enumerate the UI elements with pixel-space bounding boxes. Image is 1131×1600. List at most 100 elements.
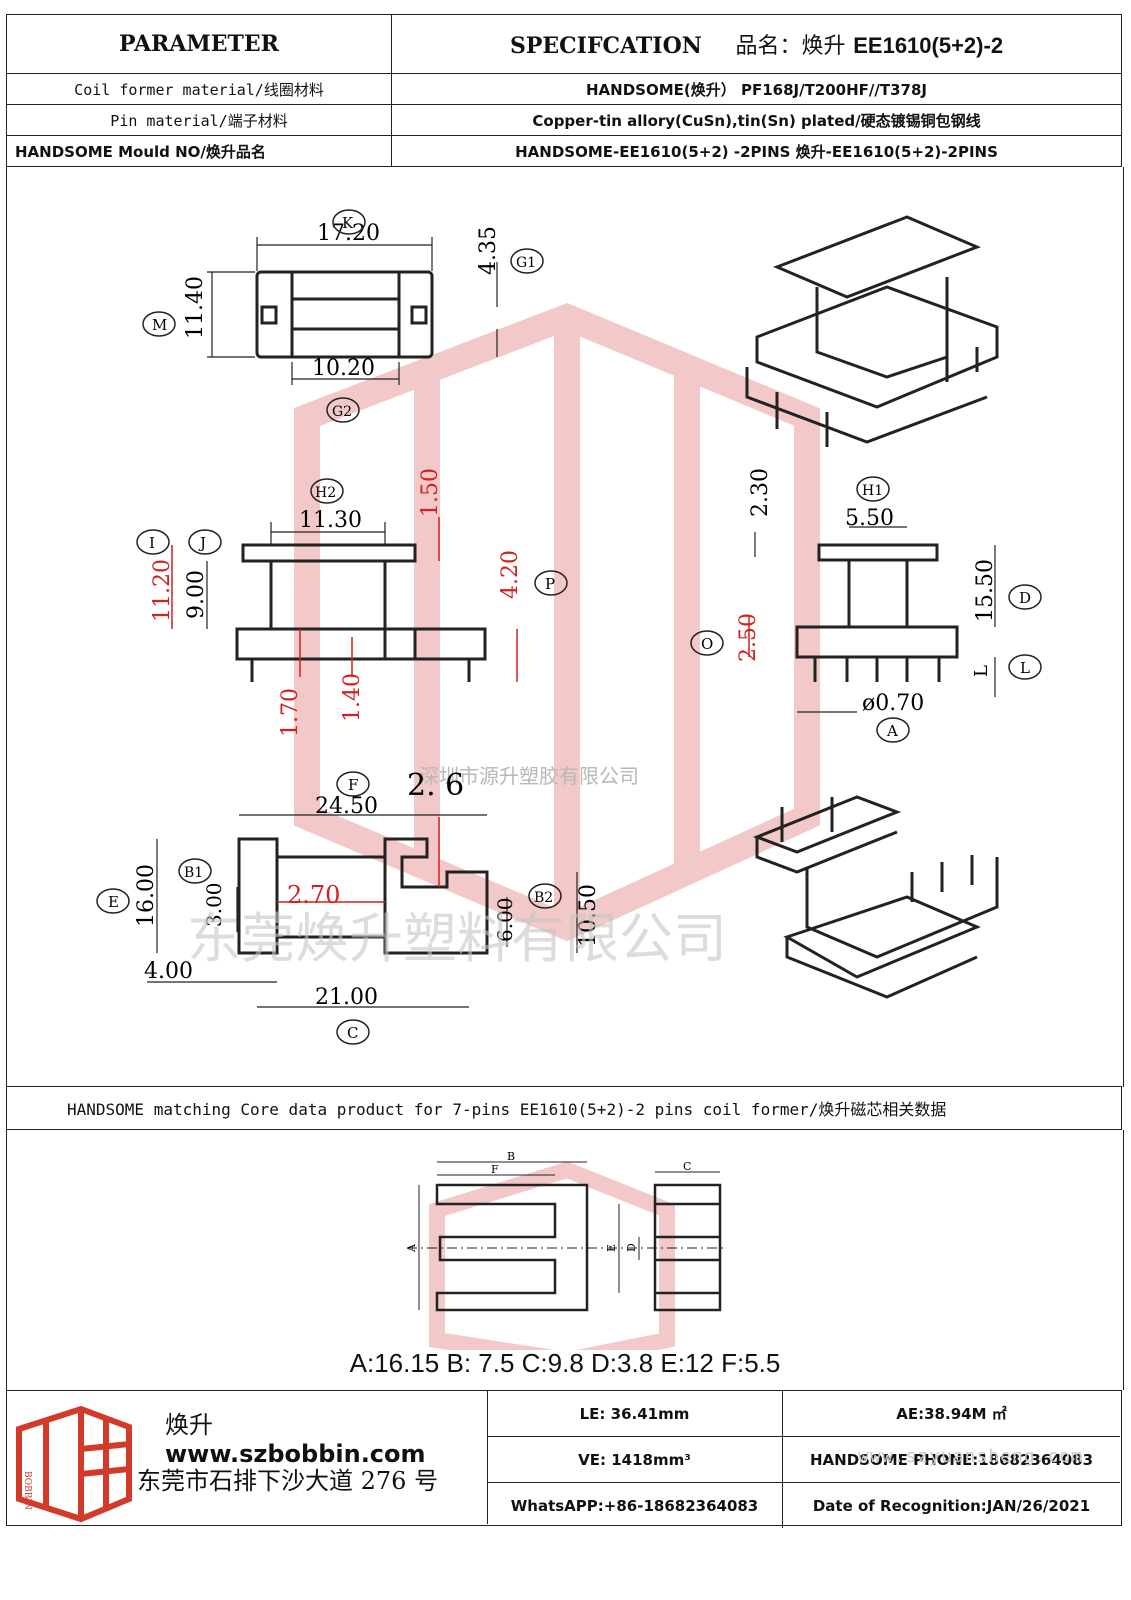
dim-4-00: 4.00: [144, 959, 193, 984]
core-label-f: F: [491, 1163, 499, 1176]
callout-k: K: [342, 214, 354, 232]
spec-sheet: PARAMETER SPECIFCATION 品名：焕升 EE1610(5+2)…: [6, 14, 1124, 1584]
le-value: LE: 36.41mm: [487, 1391, 783, 1437]
dim-h1: 5.50: [845, 506, 894, 531]
mould-no-value: HANDSOME-EE1610(5+2) -2PINS 焕升-EE1610(5+…: [391, 135, 1122, 167]
phone: HANDSOME PHONE:18682364083: [782, 1436, 1120, 1483]
dim-m: 11.40: [183, 276, 208, 339]
callout-c: C: [347, 1024, 358, 1042]
technical-drawing-area: 17.20 11.40 4.35 10.20 K M G1 G2: [6, 167, 1124, 1087]
watermark-company-small: 深圳市源升塑胶有限公司: [419, 764, 639, 788]
core-data-area: B F C A E D A:16.15 B: 7.5 C:9.8 D:3.8 E…: [6, 1130, 1124, 1390]
top-view-dims: [207, 237, 498, 385]
core-dims: [407, 1161, 727, 1310]
callout-h1: H1: [862, 483, 883, 499]
brand-cn: 焕升: [165, 1411, 213, 1439]
product-name-label: 品名：焕升: [735, 33, 846, 58]
dim-e: 16.00: [134, 864, 159, 927]
bottom-view: [237, 837, 489, 955]
core-label-b: B: [507, 1150, 515, 1163]
dim-10-50: 10.50: [576, 884, 601, 947]
footer-data-table: LE: 36.41mm AE:38.94M ㎡ VE: 1418mm³ HAND…: [487, 1391, 1120, 1528]
dim-1-40: 1.40: [340, 673, 365, 722]
callout-b1: B1: [184, 865, 203, 881]
bottom-view-dims: [147, 814, 578, 1008]
pin-material-label: Pin material/端子材料: [6, 104, 392, 136]
dim-g1: 4.35: [476, 226, 501, 275]
brand-block: BOBBIN 焕升 www.szbobbin.com 东莞市石排下沙大道 276…: [7, 1391, 488, 1524]
ae-value: AE:38.94M ㎡: [782, 1391, 1120, 1437]
address: 东莞市石排下沙大道 276 号: [137, 1467, 439, 1495]
side-view: [235, 543, 487, 682]
dim-15-50: 15.50: [973, 559, 998, 622]
core-label-a: A: [405, 1243, 418, 1253]
dim-1-50: 1.50: [418, 468, 443, 517]
side-view-dims: [206, 522, 386, 629]
callout-o: O: [701, 635, 713, 653]
website-link[interactable]: www.szbobbin.com: [165, 1440, 426, 1468]
coil-material-value: HANDSOME(焕升） PF168J/T200HF//T378J: [391, 73, 1122, 105]
matching-core-bar: HANDSOME matching Core data product for …: [6, 1086, 1122, 1130]
front-view-callouts: [690, 476, 1042, 743]
dim-1-70: 1.70: [278, 688, 303, 737]
dim-c: 21.00: [315, 985, 378, 1010]
specification-label: SPECIFCATION: [509, 33, 702, 59]
side-view-red-dims: [171, 517, 518, 682]
top-view: [255, 270, 434, 359]
dim-3-00: 3.00: [202, 882, 226, 927]
callout-j: J: [198, 534, 206, 552]
dim-pin-dia: ø0.70: [862, 691, 924, 716]
dim-4-20: 4.20: [498, 550, 523, 599]
site-watermark: www.szyuansheng.com: [858, 1446, 1083, 1467]
front-view-dims: [754, 526, 996, 713]
core-label-e: E: [605, 1244, 618, 1252]
bottom-view-callouts: [96, 771, 562, 1045]
brand-logo: BOBBIN: [16, 1405, 132, 1523]
dim-9-00: 9.00: [184, 570, 209, 619]
dim-l-mark: L: [971, 665, 992, 677]
coil-material-label: Coil former material/线圈材料: [6, 73, 392, 105]
dim-11-20: 11.20: [150, 559, 175, 622]
callout-i: I: [149, 534, 155, 552]
core-watermark: [429, 1161, 675, 1369]
footer: BOBBIN 焕升 www.szbobbin.com 东莞市石排下沙大道 276…: [6, 1390, 1122, 1528]
dim-2-30: 2.30: [748, 468, 773, 517]
pin-material-value: Copper-tin allory(CuSn),tin(Sn) plated/硬…: [391, 104, 1122, 136]
product-code: EE1610(5+2)-2: [853, 33, 1004, 58]
core-e-shape: [435, 1183, 722, 1312]
front-view: [795, 543, 959, 682]
callout-f: F: [348, 776, 358, 794]
bottom-view-red-dims: [277, 817, 440, 903]
dim-h2: 11.30: [299, 508, 362, 533]
top-view-callouts: [142, 209, 544, 423]
ve-value: VE: 1418mm³: [487, 1436, 783, 1483]
technical-drawing: 17.20 11.40 4.35 10.20 K M G1 G2: [96, 209, 1042, 1045]
core-label-d: D: [625, 1243, 638, 1252]
callout-g2: G2: [332, 404, 352, 420]
iso-view-bottom: [752, 795, 999, 999]
callout-b2: B2: [534, 890, 553, 906]
core-diagram: B F C A E D: [405, 1150, 727, 1369]
core-label-c: C: [683, 1160, 691, 1173]
callout-g1: G1: [516, 255, 536, 271]
watermark-company-large: 东莞焕升塑料有限公司: [187, 907, 727, 970]
callout-d: D: [1019, 589, 1031, 607]
callout-a: A: [886, 722, 898, 740]
dim-g2: 10.20: [312, 356, 375, 381]
dim-2-50: 2.50: [736, 613, 761, 662]
recognition-date: Date of Recognition:JAN/26/2021: [782, 1482, 1120, 1528]
dim-f: 24.50: [315, 794, 378, 819]
dim-b2-value: 6.00: [493, 897, 517, 942]
dim-2-70: 2.70: [287, 881, 340, 909]
parameter-heading: PARAMETER: [6, 14, 392, 74]
core-values: A:16.15 B: 7.5 C:9.8 D:3.8 E:12 F:5.5: [349, 1348, 781, 1378]
whatsapp: WhatsAPP:+86-18682364083: [487, 1482, 783, 1528]
callout-h2: H2: [315, 485, 336, 501]
callout-e: E: [108, 893, 119, 911]
callout-l: L: [1020, 659, 1030, 677]
specification-heading: SPECIFCATION 品名：焕升 EE1610(5+2)-2: [391, 14, 1122, 74]
dim-2-6: 2. 6: [407, 768, 464, 803]
callout-p: P: [545, 575, 555, 593]
brand-website-line: 焕升 www.szbobbin.com: [165, 1405, 487, 1468]
header-table: PARAMETER SPECIFCATION 品名：焕升 EE1610(5+2)…: [6, 14, 1122, 167]
